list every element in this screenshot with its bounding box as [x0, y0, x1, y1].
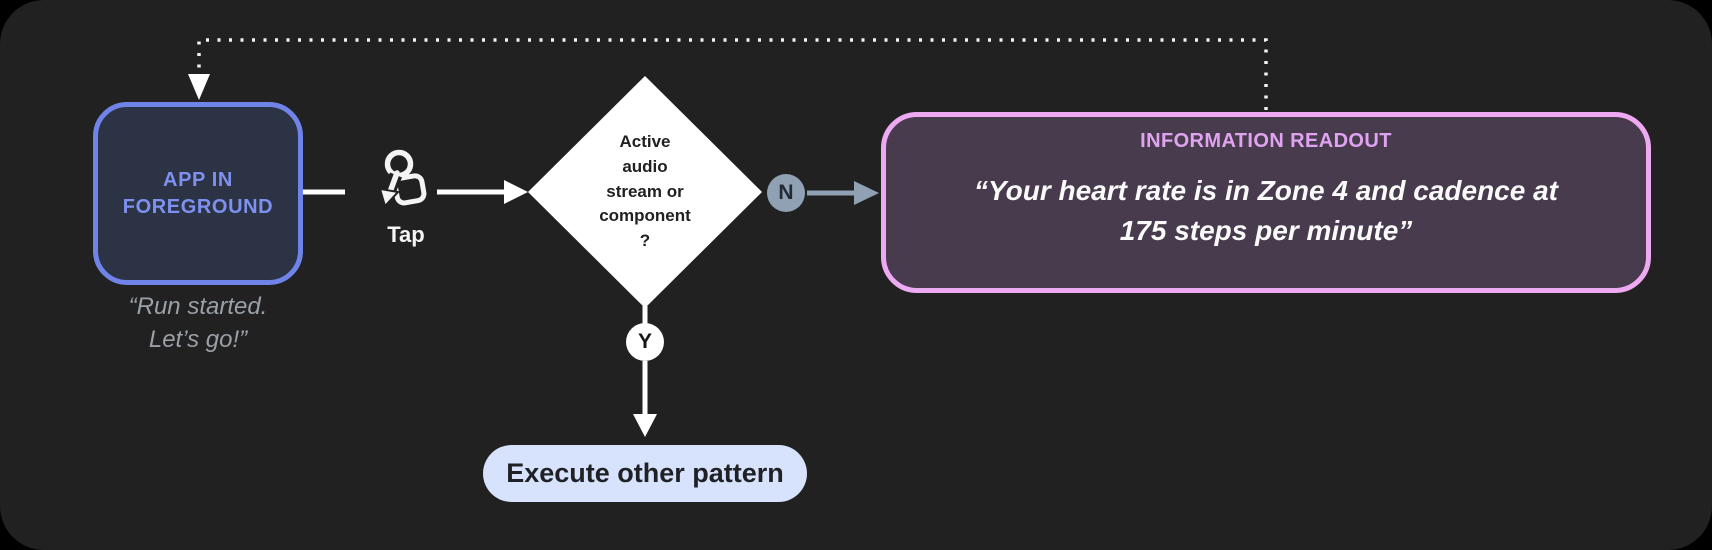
readout-title: INFORMATION READOUT	[1140, 130, 1392, 152]
feedback-arrowhead-icon	[188, 74, 210, 100]
branch-no-badge: N	[767, 174, 805, 212]
decision-label: Active audio stream or component ?	[599, 132, 691, 250]
execute-other-pattern-node: Execute other pattern	[483, 445, 807, 502]
tap-label: Tap	[387, 222, 425, 247]
app-node-caption: “Run started. Let’s go!”	[128, 293, 268, 354]
readout-arrowhead-icon	[854, 181, 879, 205]
readout-body-quote: “Your heart rate is in Zone 4 and cadenc…	[973, 175, 1559, 246]
execute-arrowhead-icon	[633, 414, 657, 437]
app-node-label: APP IN FOREGROUND	[122, 169, 274, 218]
tap-gesture-icon	[378, 149, 427, 208]
feedback-dotted-connector	[197, 38, 1268, 110]
app-in-foreground-node: APP IN FOREGROUND	[93, 102, 303, 285]
decision-arrowhead-icon	[504, 180, 528, 204]
execute-pill-label: Execute other pattern	[506, 458, 784, 488]
branch-yes-badge: Y	[626, 323, 664, 361]
information-readout-node: INFORMATION READOUT “Your heart rate is …	[881, 112, 1651, 293]
